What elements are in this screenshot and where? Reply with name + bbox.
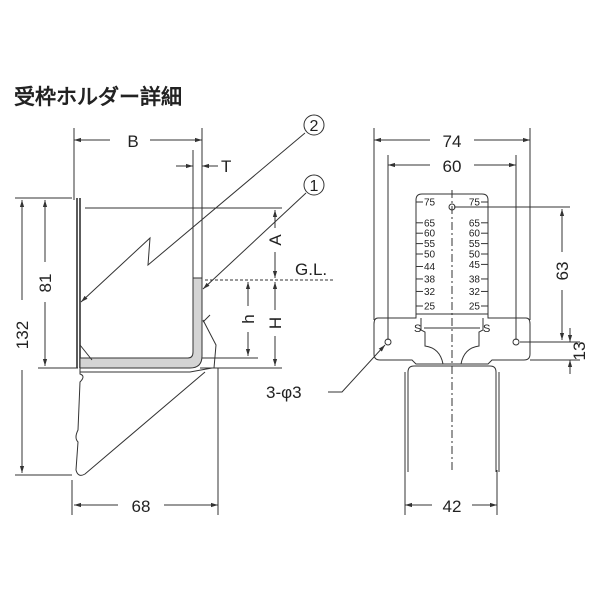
scale-label: 38 [424, 274, 436, 285]
dim-68-label: 68 [132, 497, 151, 516]
dim-132-label: 132 [13, 321, 32, 349]
scale-label: 50 [469, 250, 481, 261]
holder-bracket [75, 368, 206, 476]
scale-label: 55 [469, 239, 481, 250]
slot-mark-left: S [414, 323, 421, 335]
scale-label: 44 [424, 262, 436, 273]
mounting-hole [384, 338, 392, 346]
scale-label: 75 [424, 198, 436, 209]
dim-t-label: T [221, 157, 231, 176]
mounting-hole [512, 338, 520, 346]
callout-1-label: 1 [310, 178, 319, 195]
drawing-title: 受枠ホルダー詳細 [14, 85, 182, 109]
scale-label: 25 [424, 302, 436, 313]
scale-label: 65 [469, 218, 481, 229]
hole-label: 3-φ3 [266, 383, 302, 402]
mounting-hole [448, 203, 456, 211]
dim-b-label: B [127, 132, 138, 151]
dim-81-label: 81 [36, 274, 55, 293]
callout-circle-1 [303, 174, 325, 196]
leader-line-2 [80, 132, 306, 303]
dim-13-label: 13 [570, 342, 589, 361]
scale-label: 38 [469, 274, 481, 285]
scale-label: 75 [469, 198, 481, 209]
frame-profile [79, 277, 203, 369]
slot-mark-right: S [483, 323, 490, 335]
side-view: B T 132 81 A G.L. h H 68 2 1 [13, 114, 335, 516]
dim-h-label: h [239, 314, 258, 323]
dim-a-label: A [266, 234, 285, 246]
callout-circle-2 [303, 114, 325, 136]
ground-level-label: G.L. [295, 260, 327, 279]
scale-label: 25 [469, 302, 481, 313]
dim-H-label: H [266, 317, 285, 329]
leader-line-1 [202, 192, 307, 290]
flange-plate [373, 313, 531, 365]
holder-plate [76, 198, 81, 368]
scale-label: 50 [424, 250, 436, 261]
dim-63-label: 63 [553, 262, 572, 281]
slot-detail [420, 318, 484, 365]
dim-60-label: 60 [443, 157, 462, 176]
scale-label: 45 [469, 260, 481, 271]
frame-clip [79, 314, 217, 373]
scale-label: 55 [424, 239, 436, 250]
dim-74-label: 74 [443, 132, 462, 151]
scale-label: 32 [424, 287, 436, 298]
hole-leader-line [328, 344, 386, 393]
scale-label: 32 [469, 287, 481, 298]
scale-label: 60 [424, 229, 436, 240]
scale-label: 65 [424, 218, 436, 229]
scale-label: 60 [469, 229, 481, 240]
callout-2-label: 2 [310, 118, 319, 135]
dim-42-label: 42 [443, 497, 462, 516]
